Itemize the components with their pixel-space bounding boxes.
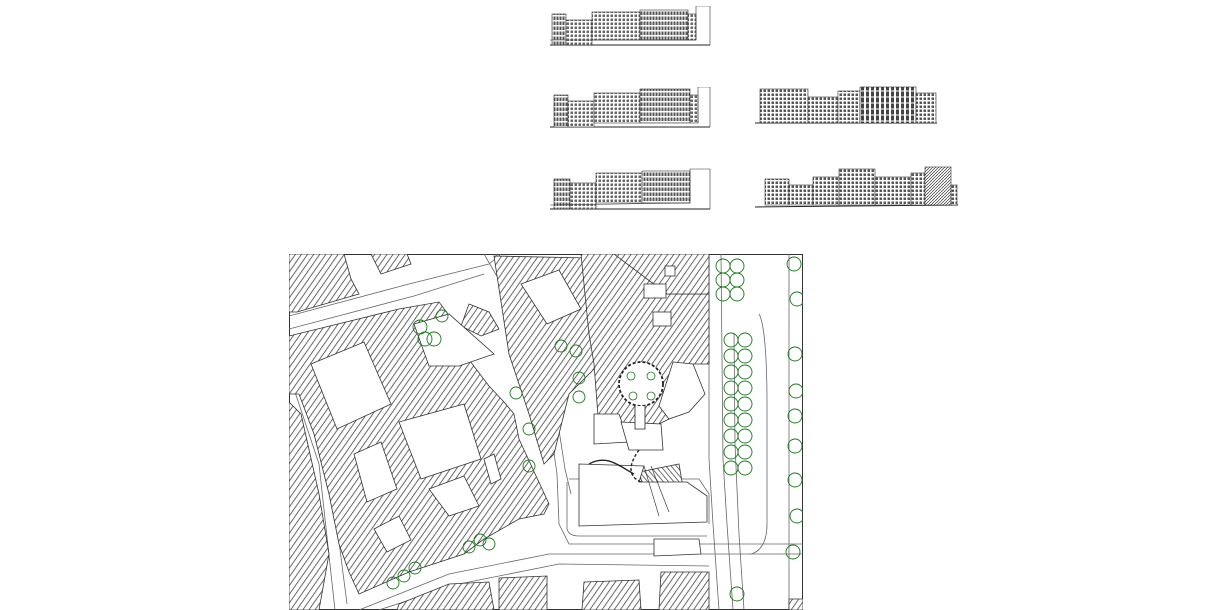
elevation-1 (550, 6, 715, 48)
elevation-2 (550, 87, 715, 129)
elevation-5 (755, 165, 960, 211)
elevation-1-drawing (550, 6, 711, 46)
elevation-3-drawing (755, 86, 937, 124)
trees (386, 256, 803, 602)
elevation-2-drawing (550, 87, 711, 128)
elevation-5-drawing (755, 166, 959, 208)
site-plan (289, 254, 803, 610)
elevation-4-drawing (550, 168, 711, 210)
elevation-4 (550, 167, 715, 211)
courtyards (310, 265, 708, 557)
site-plan-drawing (289, 254, 803, 610)
plaza (588, 361, 670, 517)
elevation-3 (755, 85, 940, 127)
